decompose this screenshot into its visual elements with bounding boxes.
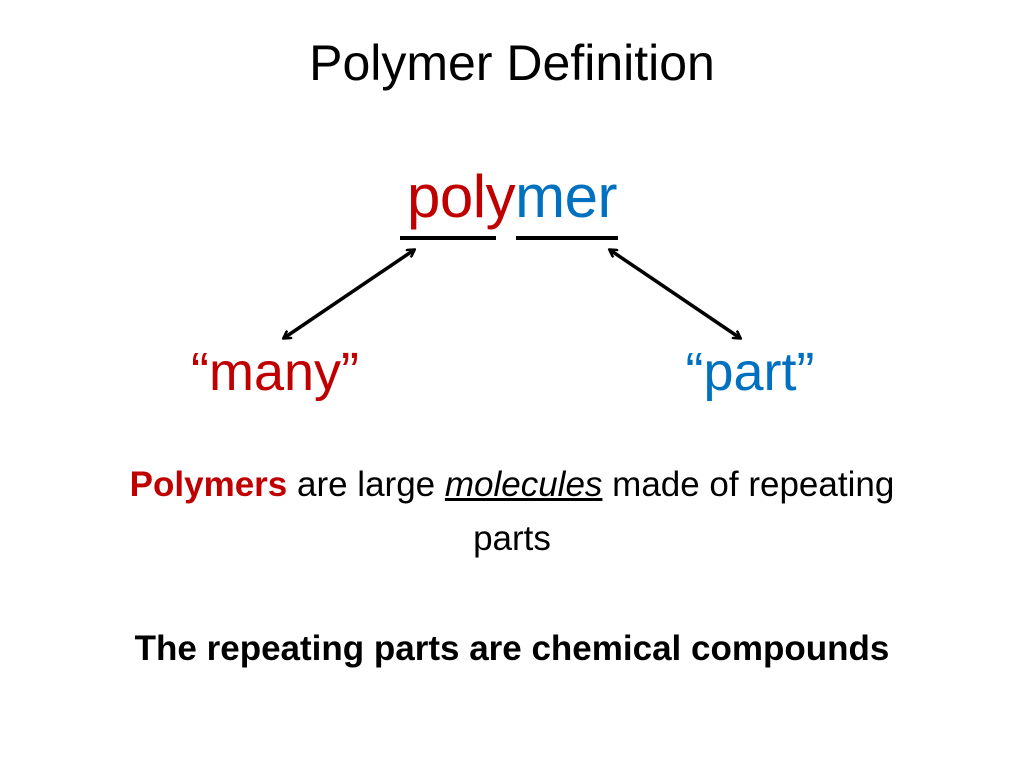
word-polymer: polymer bbox=[0, 160, 1024, 234]
word-root-mer: mer bbox=[515, 163, 617, 230]
definition-emphasis: molecules bbox=[444, 465, 603, 504]
definition-term: Polymers bbox=[129, 465, 288, 504]
gloss-many: “many” bbox=[190, 342, 359, 402]
definition-text-2: made of repeating parts bbox=[473, 465, 895, 558]
slide-title: Polymer Definition bbox=[309, 35, 715, 91]
repeating-parts-note: The repeating parts are chemical compoun… bbox=[134, 629, 890, 668]
word-prefix-poly: poly bbox=[407, 163, 516, 230]
arrow-poly-many bbox=[284, 250, 414, 338]
definition-text-1: are large bbox=[287, 465, 445, 504]
arrow-mer-part bbox=[610, 250, 740, 338]
definition-text: Polymers are large molecules made of rep… bbox=[112, 458, 912, 566]
gloss-part: “part” bbox=[685, 342, 815, 402]
